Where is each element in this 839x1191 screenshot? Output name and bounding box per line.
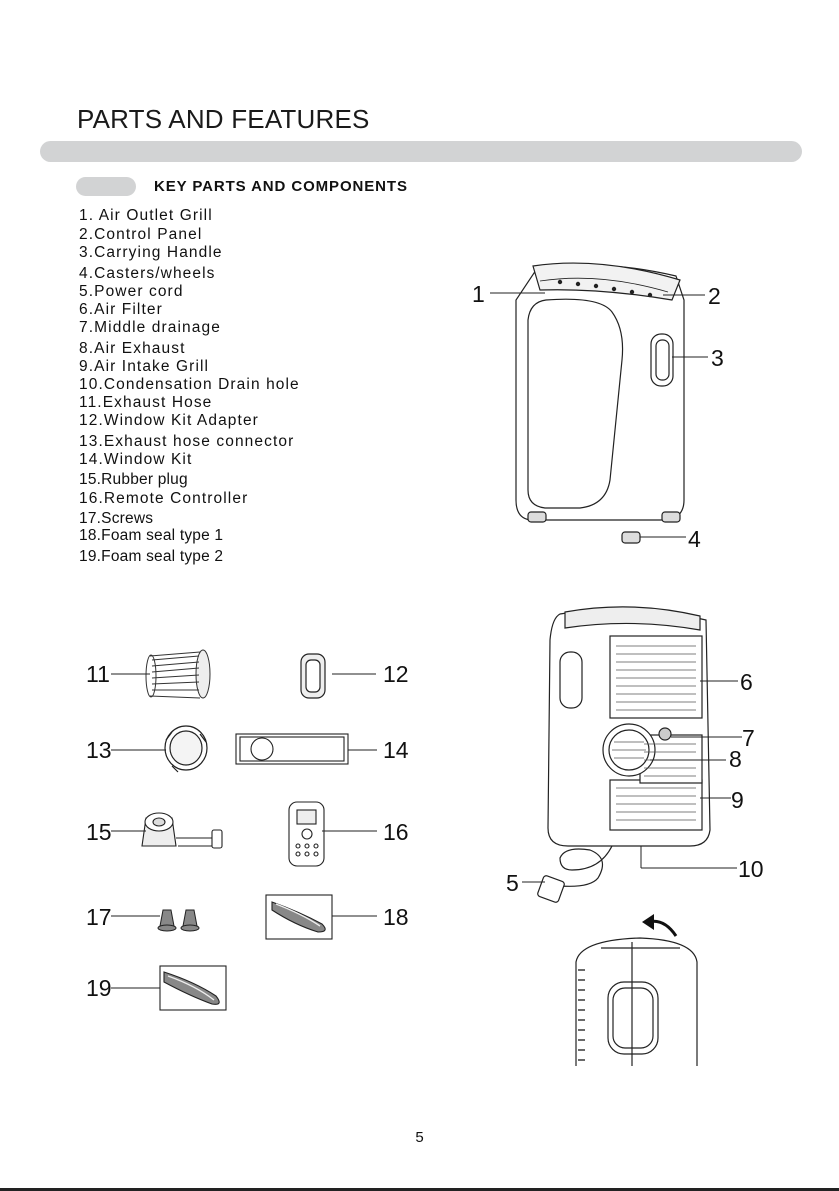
rear-view-callout-lines bbox=[522, 680, 742, 883]
foam-seal-type-1-icon bbox=[265, 894, 333, 940]
callout-13: 13 bbox=[86, 737, 112, 763]
list-item: 18.Foam seal type 1 bbox=[79, 527, 224, 544]
callout-1: 1 bbox=[472, 281, 485, 307]
list-item: 11.Exhaust Hose bbox=[79, 394, 213, 411]
window-kit-icon bbox=[235, 733, 349, 765]
front-view-callout-lines bbox=[490, 292, 708, 538]
callout-18: 18 bbox=[383, 904, 409, 930]
screws-icon bbox=[157, 909, 200, 932]
callout-9: 9 bbox=[731, 787, 744, 813]
foam-seal-type-2-icon bbox=[159, 965, 227, 1011]
list-item: 9.Air Intake Grill bbox=[79, 358, 210, 375]
callout-11: 11 bbox=[86, 661, 110, 687]
power-cord bbox=[537, 845, 613, 903]
list-item: 6.Air Filter bbox=[79, 301, 163, 318]
callout-12: 12 bbox=[383, 661, 409, 687]
callout-7: 7 bbox=[742, 725, 755, 751]
handle-detail bbox=[575, 937, 698, 1066]
list-item: 4.Casters/wheels bbox=[79, 265, 216, 282]
callout-6: 6 bbox=[740, 669, 753, 695]
callout-15: 15 bbox=[86, 819, 112, 845]
rotate-arrow-head-icon bbox=[642, 914, 654, 930]
accessory-callout-lines bbox=[111, 673, 377, 989]
list-item: 17.Screws bbox=[79, 510, 154, 527]
remote-controller-icon bbox=[288, 801, 325, 867]
callout-16: 16 bbox=[383, 819, 409, 845]
list-item: 16.Remote Controller bbox=[79, 490, 249, 507]
callout-3: 3 bbox=[711, 345, 724, 371]
callout-10: 10 bbox=[738, 856, 764, 882]
list-item: 1. Air Outlet Grill bbox=[79, 207, 213, 224]
bottom-rule bbox=[0, 1188, 839, 1191]
list-item: 13.Exhaust hose connector bbox=[79, 433, 295, 450]
vent-slot-marks bbox=[578, 969, 585, 1061]
page-number: 5 bbox=[415, 1129, 424, 1146]
page-title: PARTS AND FEATURES bbox=[77, 104, 370, 134]
exhaust-hose-icon bbox=[145, 649, 211, 699]
callout-17: 17 bbox=[86, 904, 112, 930]
callout-8: 8 bbox=[729, 746, 742, 772]
list-item: 10.Condensation Drain hole bbox=[79, 376, 300, 393]
list-item: 8.Air Exhaust bbox=[79, 340, 186, 357]
list-item: 7.Middle drainage bbox=[79, 319, 221, 336]
list-item: 15.Rubber plug bbox=[79, 471, 188, 488]
front-view-unit bbox=[515, 262, 685, 544]
section-marker-pill bbox=[76, 177, 136, 196]
list-item: 3.Carrying Handle bbox=[79, 244, 223, 261]
rear-view-unit bbox=[547, 606, 711, 847]
list-item: 5.Power cord bbox=[79, 283, 184, 300]
rear-grill-lines bbox=[612, 645, 696, 821]
callout-2: 2 bbox=[708, 283, 721, 309]
callout-5: 5 bbox=[506, 870, 519, 896]
list-item: 12.Window Kit Adapter bbox=[79, 412, 259, 429]
list-item: 14.Window Kit bbox=[79, 451, 193, 468]
hose-connector-icon bbox=[164, 725, 208, 773]
callout-4: 4 bbox=[688, 526, 701, 552]
list-item: 19.Foam seal type 2 bbox=[79, 548, 224, 565]
title-divider-bar bbox=[40, 141, 802, 162]
callout-14: 14 bbox=[383, 737, 409, 763]
rubber-plug-icon bbox=[141, 812, 223, 849]
window-kit-adapter-icon bbox=[300, 653, 326, 699]
section-heading: KEY PARTS AND COMPONENTS bbox=[154, 178, 408, 195]
list-item: 2.Control Panel bbox=[79, 226, 203, 243]
callout-19: 19 bbox=[86, 975, 112, 1001]
